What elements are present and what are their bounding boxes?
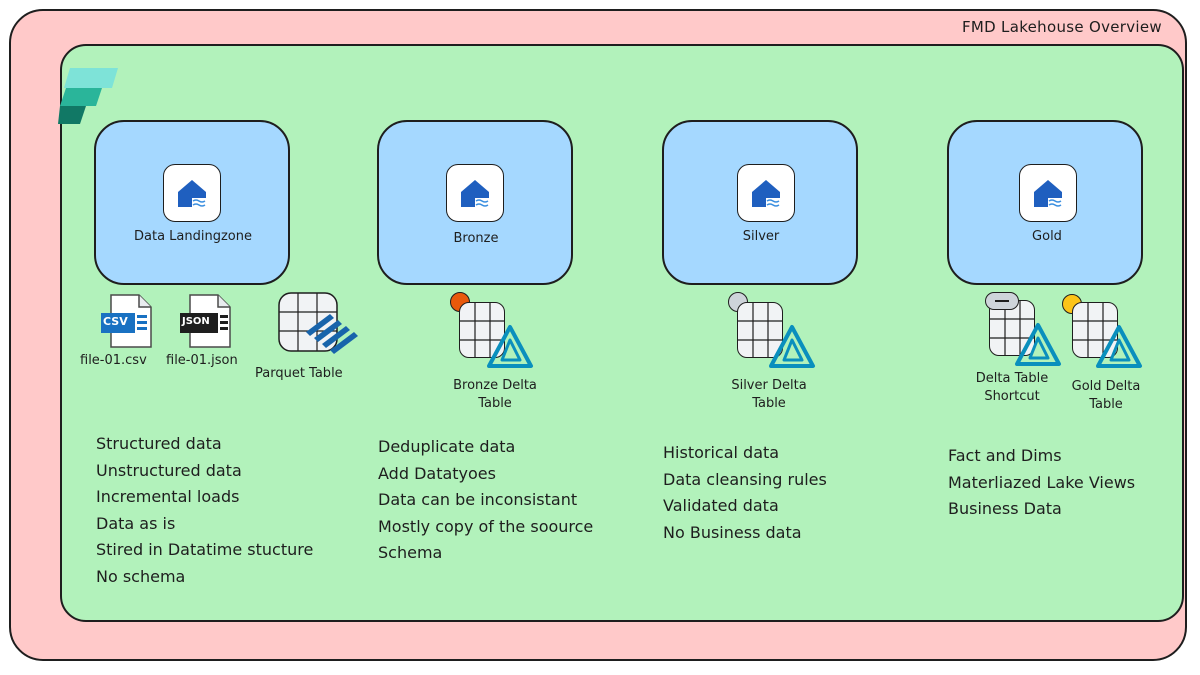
note-line: No schema: [96, 566, 186, 586]
layer-label-bronze: Bronze: [453, 231, 499, 246]
note-line: Validated data: [663, 496, 779, 515]
note-line: Data as is: [96, 513, 176, 533]
note-line: Structured data: [96, 434, 222, 453]
json-file-icon: JSON: [178, 293, 236, 349]
delta-icon: [1015, 323, 1061, 366]
fabric-logo-icon: [58, 68, 118, 124]
note-line: Business Data: [948, 499, 1062, 518]
lakehouse-icon: [446, 164, 504, 222]
note-line: Add Datatyoes: [378, 463, 496, 483]
bronze-notes: Deduplicate data Add Datatyoes Data can …: [378, 434, 593, 567]
delta-icon: [487, 325, 533, 368]
note-line: Deduplicate data: [378, 437, 516, 456]
note-line: Schema: [378, 543, 443, 562]
layer-label-silver: Silver: [742, 229, 780, 244]
note-line: Materliazed Lake Views: [948, 472, 1136, 492]
silver-table-caption: Silver Delta Table: [731, 378, 807, 411]
shortcut-badge-icon: [985, 292, 1019, 310]
shortcut-table-caption: Delta Table Shortcut: [975, 371, 1049, 404]
lakehouse-icon: [1019, 164, 1077, 222]
delta-icon: [769, 325, 815, 368]
csv-badge-label: CSV: [103, 315, 128, 328]
silver-delta-table-icon: [737, 302, 783, 358]
note-line: Mostly copy of the soource: [378, 516, 594, 536]
csv-file-name: file-01.csv: [80, 353, 147, 368]
note-line: Incremental loads: [96, 487, 240, 506]
note-line: Historical data: [663, 443, 780, 462]
layer-label-gold: Gold: [1032, 229, 1062, 244]
csv-file-icon: CSV: [99, 293, 155, 349]
note-line: Data can be inconsistant: [378, 490, 578, 509]
note-line: Stired in Datatime stucture: [96, 540, 314, 559]
note-line: Unstructured data: [96, 460, 242, 480]
landing-notes: Structured data Unstructured data Increm…: [96, 431, 313, 590]
json-badge-label: JSON: [182, 316, 210, 327]
note-line: Fact and Dims: [948, 446, 1062, 465]
lakehouse-icon: [163, 164, 221, 222]
parquet-table-icon: [278, 292, 362, 354]
layer-label-landingzone: Data Landingzone: [134, 229, 252, 244]
bronze-table-caption: Bronze Delta Table: [453, 378, 537, 411]
lakehouse-icon: [737, 164, 795, 222]
note-line: No Business data: [663, 522, 802, 542]
gold-table-caption: Gold Delta Table: [1071, 379, 1141, 412]
diagram-title: FMD Lakehouse Overview: [961, 18, 1162, 36]
gold-notes: Fact and Dims Materliazed Lake Views Bus…: [948, 443, 1135, 523]
parquet-table-name: Parquet Table: [255, 366, 343, 381]
json-file-name: file-01.json: [166, 353, 238, 368]
gold-delta-table-icon: [1072, 302, 1118, 358]
silver-notes: Historical data Data cleansing rules Val…: [663, 440, 827, 546]
note-line: Data cleansing rules: [663, 469, 827, 489]
delta-icon: [1096, 325, 1142, 368]
